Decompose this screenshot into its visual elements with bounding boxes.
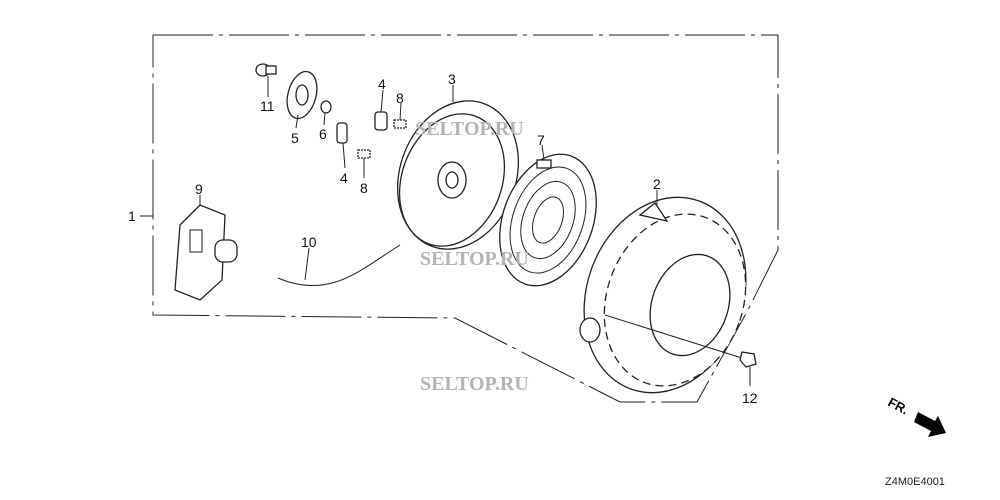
callout-9: 9 bbox=[195, 181, 203, 197]
callout-8: 8 bbox=[396, 90, 404, 106]
callout-4: 4 bbox=[340, 170, 348, 186]
part-5-ratchet bbox=[286, 70, 318, 120]
part-8-spring bbox=[393, 119, 407, 129]
part-2-housing bbox=[579, 196, 747, 394]
part-11-bolt bbox=[255, 63, 277, 77]
part-9-handle bbox=[174, 204, 238, 301]
callout-1: 1 bbox=[128, 208, 136, 224]
arrow-icon bbox=[914, 412, 946, 437]
part-4-pawl bbox=[374, 111, 388, 131]
diagram-code: Z4M0E4001 bbox=[885, 476, 945, 488]
part-4-pawl bbox=[336, 122, 348, 144]
callout-4: 4 bbox=[378, 76, 386, 92]
part-7-spring bbox=[499, 153, 597, 287]
assembly-frame bbox=[152, 34, 779, 403]
callout-10: 10 bbox=[301, 234, 317, 250]
callout-6: 6 bbox=[319, 126, 327, 142]
part-3-reel bbox=[396, 100, 520, 250]
fr-label: FR. bbox=[886, 394, 912, 417]
callout-2: 2 bbox=[653, 176, 661, 192]
watermark: SELTOP.RU bbox=[415, 118, 524, 140]
callout-11: 11 bbox=[260, 98, 275, 114]
part-12-bolt bbox=[604, 314, 757, 368]
front-direction-indicator: FR. bbox=[886, 394, 946, 437]
part-6-washer bbox=[320, 100, 332, 114]
part-10-rope bbox=[277, 244, 401, 287]
callout-7: 7 bbox=[537, 132, 545, 148]
callout-12: 12 bbox=[742, 390, 758, 406]
leader-lines bbox=[140, 76, 751, 386]
callout-3: 3 bbox=[448, 71, 456, 87]
watermark: SELTOP.RU bbox=[420, 248, 529, 270]
callout-5: 5 bbox=[291, 130, 299, 146]
part-8-spring bbox=[357, 149, 371, 159]
callout-8: 8 bbox=[360, 180, 368, 196]
watermark: SELTOP.RU bbox=[420, 373, 529, 395]
